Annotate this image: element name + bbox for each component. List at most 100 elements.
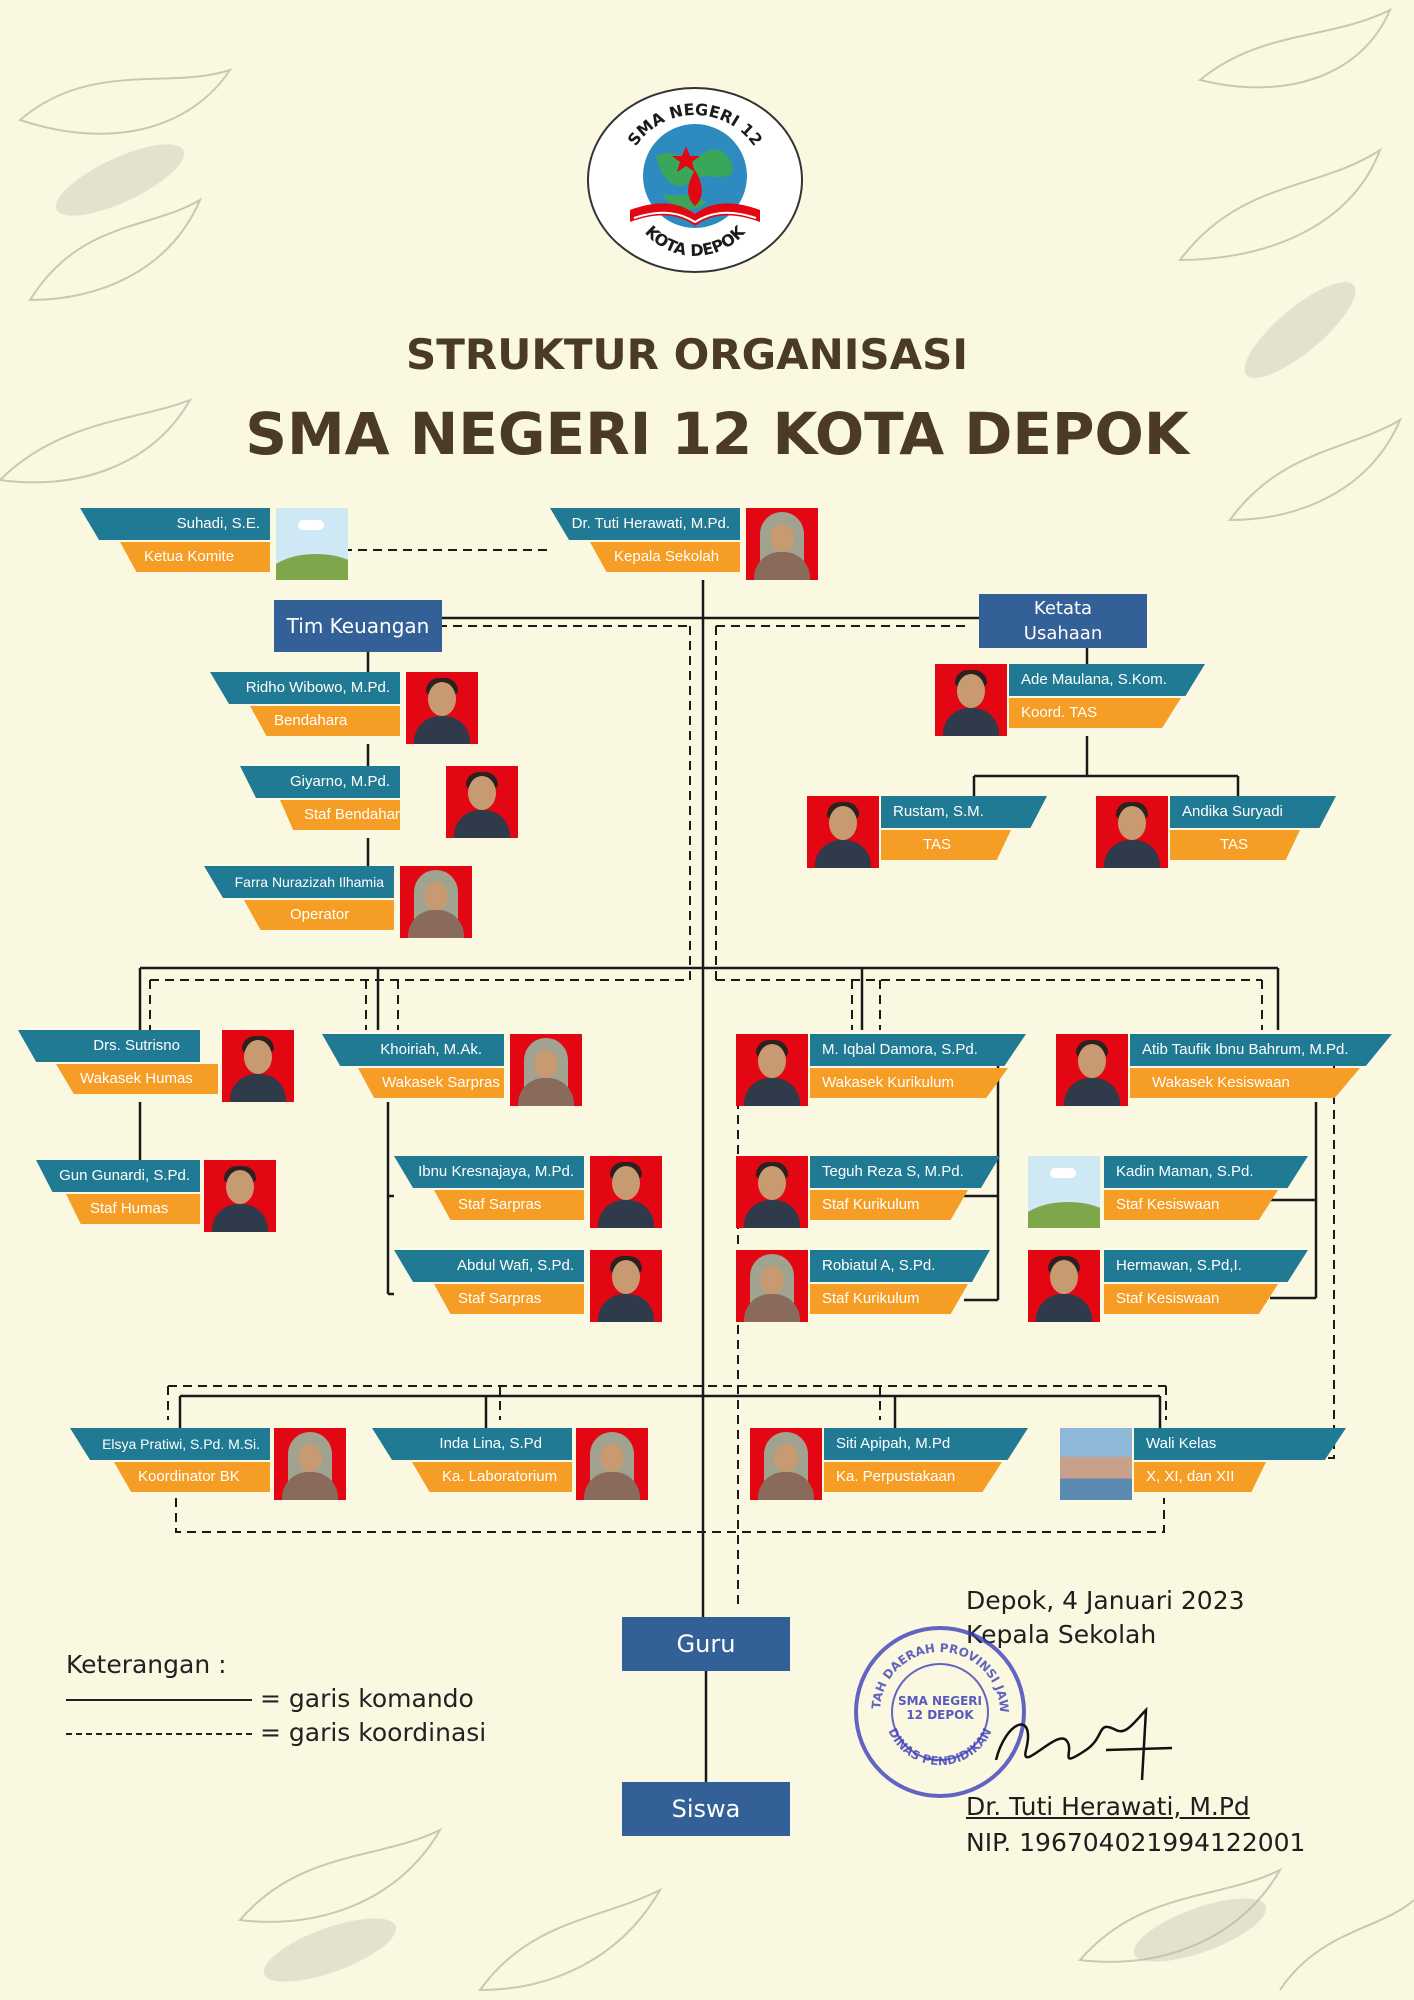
portrait-photo [736,1250,808,1322]
role-label: Koordinator BK [114,1462,270,1492]
role-label: Wakasek Sarpras [358,1068,504,1098]
card-staf-sarpras-1: Ibnu Kresnajaya, M.Pd. Staf Sarpras [394,1156,664,1228]
person-name: Ade Maulana, S.Kom. [1009,664,1205,696]
card-ketua-komite: Suhadi, S.E. Ketua Komite [80,508,350,580]
portrait-photo [746,508,818,580]
portrait-photo [576,1428,648,1500]
official-stamp: PEMERINTAH DAERAH PROVINSI JAWA BARAT DI… [852,1624,1026,1798]
role-label: Ketua Komite [120,542,270,572]
role-label: Wakasek Kurikulum [810,1068,1008,1098]
box-siswa: Siswa [622,1782,790,1836]
role-label: Bendahara [250,706,400,736]
card-kepala-sekolah: Dr. Tuti Herawati, M.Pd. Kepala Sekolah [550,508,820,580]
person-name: Dr. Tuti Herawati, M.Pd. [550,508,740,540]
card-operator: Farra Nurazizah Ilhamia Operator [204,866,474,938]
person-name: M. Iqbal Damora, S.Pd. [810,1034,1026,1066]
person-name: Hermawan, S.Pd,I. [1104,1250,1308,1282]
card-staf-sarpras-2: Abdul Wafi, S.Pd. Staf Sarpras [394,1250,664,1322]
person-name: Rustam, S.M. [881,796,1047,828]
portrait-photo [750,1428,822,1500]
class-photo [1060,1428,1132,1500]
signature-date: Depok, 4 Januari 2023 [966,1586,1245,1615]
portrait-photo [406,672,478,744]
legend-dashed-label: = garis koordinasi [260,1718,487,1747]
card-staf-kurikulum-2: Robiatul A, S.Pd. Staf Kurikulum [736,1250,1006,1322]
person-name: Atib Taufik Ibnu Bahrum, M.Pd. [1130,1034,1392,1066]
role-label: Operator [244,900,394,930]
role-label: Staf Kesiswaan [1104,1190,1278,1220]
box-ketata-usahaan: Ketata Usahaan [979,594,1147,648]
person-name: Robiatul A, S.Pd. [810,1250,990,1282]
portrait-photo [222,1030,294,1102]
portrait-photo [400,866,472,938]
role-label: X, XI, dan XII [1134,1462,1266,1492]
person-name: Teguh Reza S, M.Pd. [810,1156,1000,1188]
person-name: Elsya Pratiwi, S.Pd. M.Si. [70,1428,270,1460]
card-staf-humas: Gun Gunardi, S.Pd. Staf Humas [36,1160,306,1232]
box-label-line1: Ketata [1033,598,1093,619]
portrait-photo [736,1156,808,1228]
person-name: Wali Kelas [1134,1428,1346,1460]
portrait-photo [736,1034,808,1106]
card-ka-perpustakaan: Siti Apipah, M.Pd Ka. Perpustakaan [750,1428,1028,1500]
person-name: Khoiriah, M.Ak. [322,1034,504,1066]
portrait-photo [1028,1250,1100,1322]
legend-dashed: = garis koordinasi [66,1718,486,1747]
portrait-photo [807,796,879,868]
person-name: Siti Apipah, M.Pd [824,1428,1028,1460]
card-staf-kurikulum-1: Teguh Reza S, M.Pd. Staf Kurikulum [736,1156,1006,1228]
card-koordinator-bk: Elsya Pratiwi, S.Pd. M.Si. Koordinator B… [70,1428,346,1500]
placeholder-photo-icon [1028,1156,1100,1228]
signature-nip: NIP. 196704021994122001 [966,1828,1306,1857]
person-name: Suhadi, S.E. [80,508,270,540]
card-staf-kesiswaan-1: Kadin Maman, S.Pd. Staf Kesiswaan [1028,1156,1308,1228]
page-subtitle: SMA NEGERI 12 KOTA DEPOK [245,400,1189,468]
role-label: Staf Bendahara [280,800,400,830]
person-name: Farra Nurazizah Ilhamia [204,866,394,898]
card-koord-tas: Ade Maulana, S.Kom. Koord. TAS [935,664,1205,736]
legend-solid: = garis komando [66,1684,474,1713]
card-bendahara: Ridho Wibowo, M.Pd. Bendahara [210,672,480,744]
card-wakasek-kesiswaan: Atib Taufik Ibnu Bahrum, M.Pd. Wakasek K… [1056,1034,1392,1106]
person-name: Andika Suryadi [1170,796,1336,828]
role-label: Ka. Laboratorium [412,1462,572,1492]
signature-name: Dr. Tuti Herawati, M.Pd [966,1792,1250,1821]
stamp-center-text: SMA NEGERI 12 DEPOK [897,1694,983,1722]
card-ka-laboratorium: Inda Lina, S.Pd Ka. Laboratorium [372,1428,648,1500]
card-wali-kelas: Wali Kelas X, XI, dan XII [1060,1428,1346,1500]
placeholder-photo-icon [276,508,348,580]
portrait-photo [935,664,1007,736]
page-title: STRUKTUR ORGANISASI [405,330,969,379]
signature-position: Kepala Sekolah [966,1620,1157,1649]
portrait-photo [590,1250,662,1322]
role-label: Staf Sarpras [434,1284,584,1314]
person-name: Ibnu Kresnajaya, M.Pd. [394,1156,584,1188]
school-logo: SMA NEGERI 12 KOTA DEPOK [587,87,803,273]
role-label: Ka. Perpustakaan [824,1462,1002,1492]
dashed-line-swatch [66,1733,252,1735]
role-label: Staf Sarpras [434,1190,584,1220]
card-tas-rustam: Rustam, S.M. TAS [807,796,1077,868]
role-label: Wakasek Kesiswaan [1130,1068,1360,1098]
role-label: Staf Kesiswaan [1104,1284,1278,1314]
box-label-line2: Usahaan [1023,623,1103,644]
role-label: Koord. TAS [1009,698,1181,728]
portrait-photo [510,1034,582,1106]
portrait-photo [204,1160,276,1232]
card-wakasek-sarpras: Khoiriah, M.Ak. Wakasek Sarpras [322,1034,592,1106]
solid-line-swatch [66,1699,252,1701]
person-name: Abdul Wafi, S.Pd. [394,1250,584,1282]
legend-solid-label: = garis komando [260,1684,474,1713]
person-name: Gun Gunardi, S.Pd. [36,1160,200,1192]
portrait-photo [274,1428,346,1500]
role-label: TAS [1170,830,1300,860]
card-wakasek-kurikulum: M. Iqbal Damora, S.Pd. Wakasek Kurikulum [736,1034,1026,1106]
box-guru: Guru [622,1617,790,1671]
portrait-photo [1096,796,1168,868]
portrait-photo [590,1156,662,1228]
role-label: Staf Kurikulum [810,1190,968,1220]
card-staf-kesiswaan-2: Hermawan, S.Pd,I. Staf Kesiswaan [1028,1250,1308,1322]
card-tas-andika: Andika Suryadi TAS [1096,796,1366,868]
legend-title: Keterangan : [66,1650,227,1679]
